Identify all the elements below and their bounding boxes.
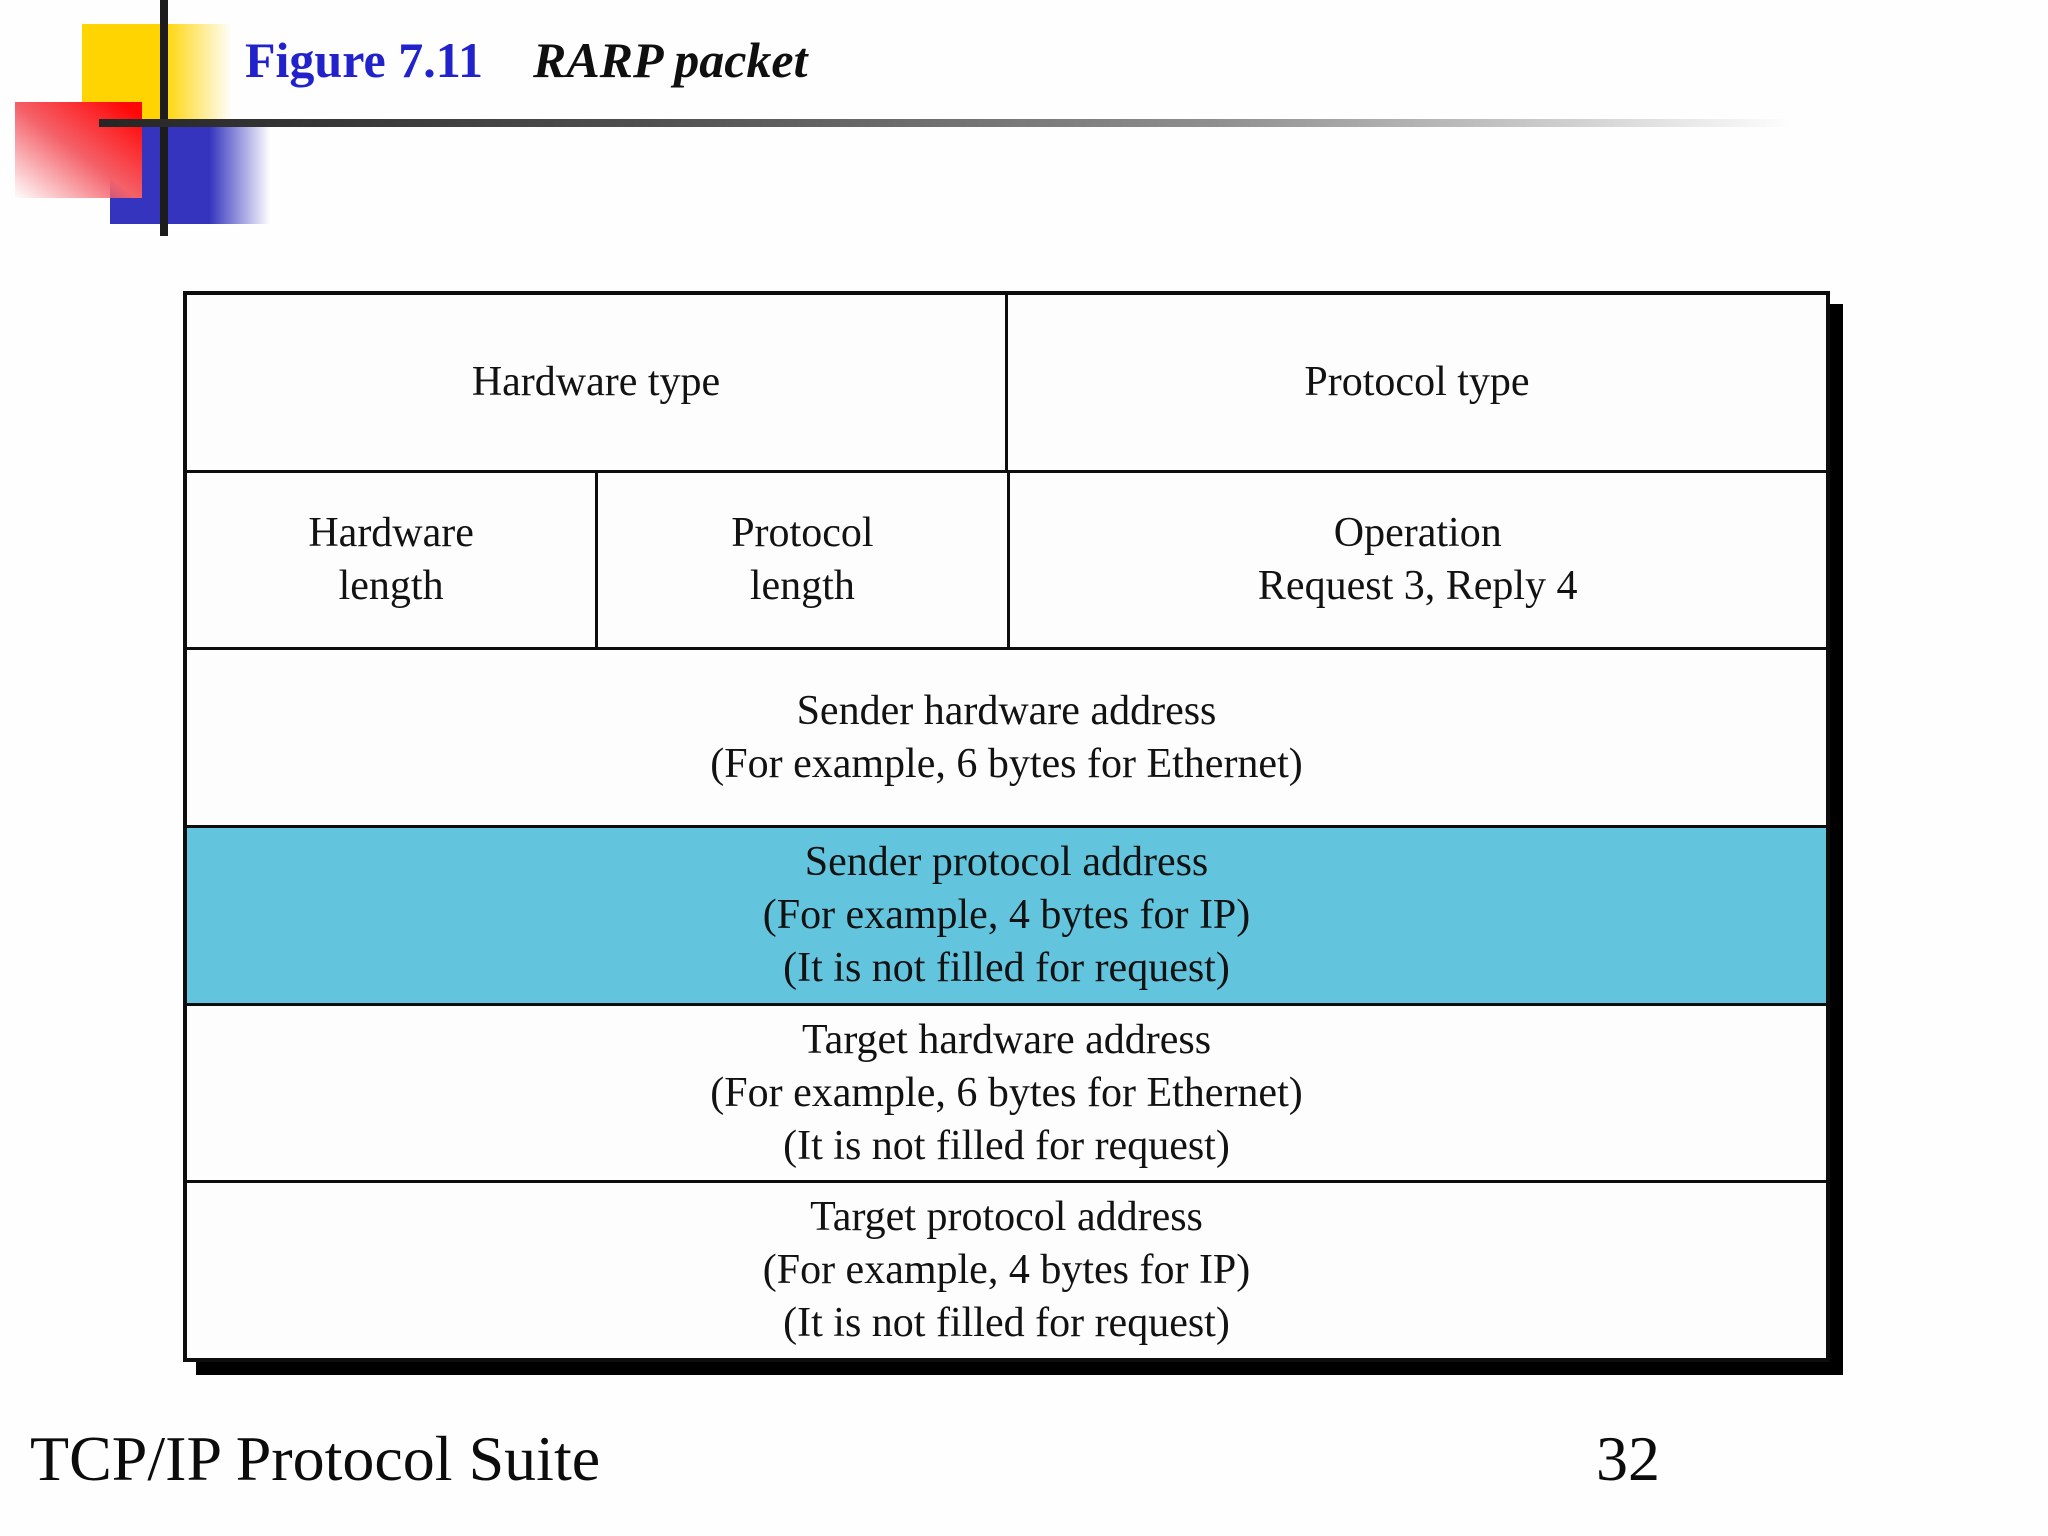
cell-target-hardware-address: Target hardware address (For example, 6 … [187, 1006, 1826, 1181]
cell-text: (It is not filled for request) [783, 1300, 1230, 1347]
cell-operation: Operation Request 3, Reply 4 [1006, 472, 1827, 648]
footer-book-title: TCP/IP Protocol Suite [30, 1423, 601, 1494]
row-types: Hardware type Protocol type [187, 295, 1826, 470]
cell-hardware-type: Hardware type [187, 295, 1005, 470]
cell-protocol-length: Protocol length [595, 472, 1006, 648]
cell-sender-hardware-address: Sender hardware address (For example, 6 … [187, 650, 1826, 825]
row-sender-protocol-address-highlighted: Sender protocol address (For example, 4 … [187, 825, 1826, 1003]
rarp-packet-diagram: Hardware type Protocol type Hardware len… [183, 291, 1830, 1362]
deco-vertical-line [160, 0, 168, 236]
figure-title: RARP packet [532, 32, 808, 88]
cell-text: Hardware type [471, 358, 721, 405]
cell-text: (For example, 6 bytes for Ethernet) [710, 740, 1303, 787]
cell-text: Protocol [731, 510, 874, 556]
row-target-protocol-address: Target protocol address (For example, 4 … [187, 1180, 1826, 1358]
cell-text: length [338, 563, 444, 609]
row-sender-hardware-address: Sender hardware address (For example, 6 … [187, 647, 1826, 825]
cell-sender-protocol-address: Sender protocol address (For example, 4 … [187, 828, 1826, 1003]
footer-page-number: 32 [1596, 1423, 1660, 1494]
cell-text: length [749, 563, 855, 609]
cell-text: Hardware [308, 510, 474, 556]
row-target-hardware-address: Target hardware address (For example, 6 … [187, 1002, 1826, 1181]
title-underline [99, 119, 1899, 127]
cell-text: Request 3, Reply 4 [1257, 563, 1578, 609]
cell-text: Operation [1333, 510, 1502, 556]
cell-text: (For example, 4 bytes for IP) [762, 1247, 1251, 1294]
cell-target-protocol-address: Target protocol address (For example, 4 … [187, 1183, 1826, 1358]
cell-text: (It is not filled for request) [783, 1122, 1230, 1169]
cell-text: Protocol type [1304, 358, 1530, 405]
cell-text: Sender protocol address [804, 838, 1209, 885]
cell-text: Sender hardware address [796, 687, 1217, 734]
figure-label: Figure 7.11 [245, 32, 483, 88]
row-lengths-operation: Hardware length Protocol length Operatio… [187, 469, 1827, 648]
deco-red-square [15, 102, 142, 198]
figure-caption: Figure 7.11 RARP packet [245, 28, 807, 92]
cell-protocol-type: Protocol type [1005, 295, 1826, 470]
cell-text: (It is not filled for request) [783, 944, 1230, 991]
cell-text: Target hardware address [801, 1016, 1212, 1063]
cell-hardware-length: Hardware length [187, 473, 595, 648]
cell-text: (For example, 6 bytes for Ethernet) [710, 1069, 1303, 1116]
cell-text: (For example, 4 bytes for IP) [762, 891, 1251, 938]
cell-text: Target protocol address [810, 1194, 1203, 1241]
